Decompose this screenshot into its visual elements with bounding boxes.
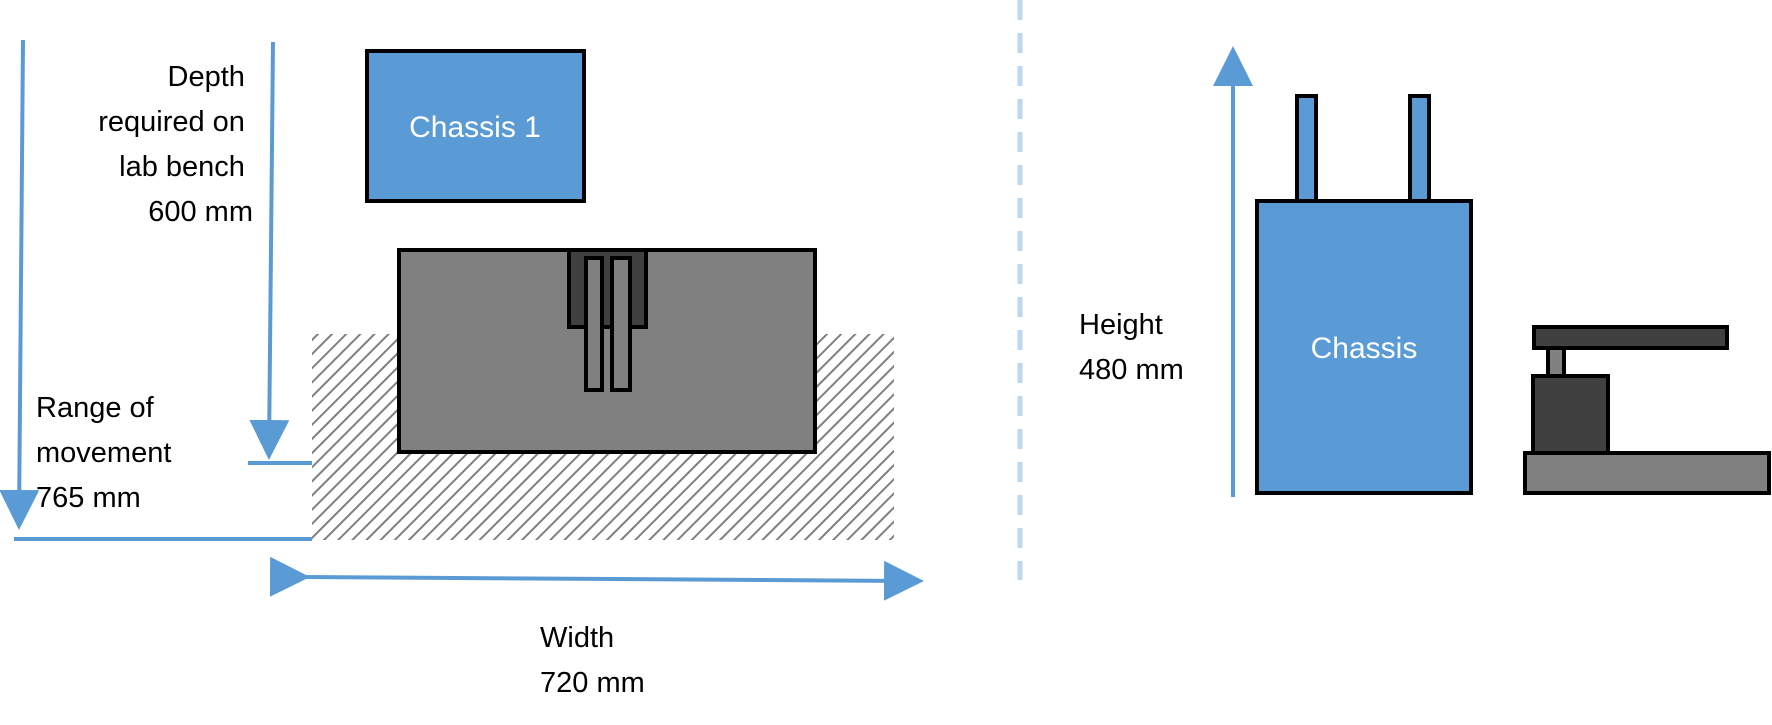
width-arrow [269, 556, 924, 601]
range-label-line-3: 765 mm [36, 482, 141, 514]
width-label-line-1: Width [540, 622, 614, 654]
range-arrow [0, 39, 40, 530]
height-label-line-1: Height [1079, 309, 1163, 341]
connector-pin-right [610, 256, 632, 392]
range-label-line-2: movement [36, 437, 171, 469]
depth-label-line-3: lab bench [119, 151, 245, 183]
depth-label: Depth required on lab bench 600 mm [98, 61, 253, 228]
range-label-line-1: Range of [36, 392, 155, 424]
chassis-1-label: Chassis 1 [409, 111, 541, 144]
depth-label-line-2: required on [98, 106, 245, 138]
connector-pin-left [584, 256, 604, 392]
chassis-handle-left [1295, 94, 1318, 203]
stage-arm [1532, 325, 1729, 350]
stage-post [1546, 346, 1566, 378]
height-label: Height 480 mm [1079, 309, 1184, 386]
side-view: Height 480 mm Chassis [1079, 46, 1771, 497]
chassis-side-box [1255, 199, 1473, 495]
connector-slot-block [567, 248, 648, 329]
stage-block [1531, 374, 1610, 456]
top-view: Chassis 1 Depth required on lab bench 60… [0, 39, 924, 699]
depth-label-line-1: Depth [168, 61, 245, 93]
depth-label-line-4: 600 mm [148, 196, 253, 228]
stage-base [1523, 451, 1771, 495]
range-label: Range of movement 765 mm [36, 392, 179, 514]
chassis-side-label: Chassis [1311, 332, 1418, 365]
height-label-line-2: 480 mm [1079, 354, 1184, 386]
depth-arrow [249, 41, 290, 460]
chassis-1-box [365, 49, 586, 203]
width-label: Width 720 mm [540, 622, 645, 699]
chassis-handle-right [1408, 94, 1431, 203]
width-label-line-2: 720 mm [540, 667, 645, 699]
